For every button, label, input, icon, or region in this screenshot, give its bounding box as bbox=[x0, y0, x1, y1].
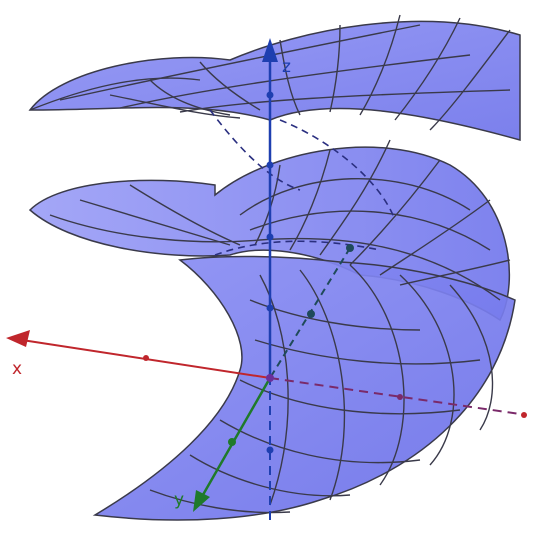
x-axis: x bbox=[6, 330, 527, 418]
x-axis-label: x bbox=[12, 359, 22, 379]
z-axis: z bbox=[262, 38, 291, 520]
z-axis-label: z bbox=[282, 57, 291, 77]
surface-lower-lobe bbox=[92, 255, 516, 521]
z-axis-arrow-icon bbox=[262, 38, 278, 62]
x-axis-arrow-icon bbox=[6, 330, 30, 347]
y-axis-arrow-icon bbox=[193, 490, 210, 512]
hidden-surface-edges bbox=[209, 109, 396, 256]
y-axis: y bbox=[174, 244, 354, 512]
y-axis-label: y bbox=[174, 490, 184, 510]
origin-point bbox=[266, 374, 274, 382]
